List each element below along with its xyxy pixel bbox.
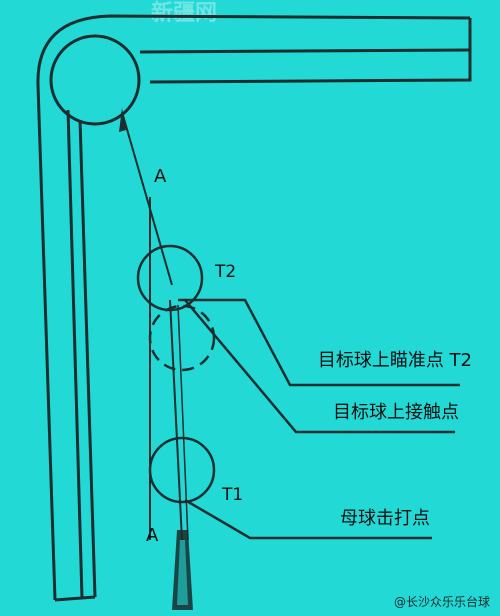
label-cue-strike-point: 母球击打点 — [340, 508, 430, 529]
label-a-top: A — [154, 166, 167, 187]
label-a-bottom: A — [146, 525, 159, 546]
label-t2: T2 — [214, 262, 236, 282]
cue-stick — [172, 530, 193, 610]
leader-lines — [178, 298, 460, 540]
watermark-bottom: @长沙众乐乐台球 — [394, 594, 490, 609]
label-aim-point-t2: 目标球上瞄准点 T2 — [318, 350, 472, 371]
corner-pocket — [49, 34, 141, 126]
cue-ball-t1 — [148, 436, 216, 504]
aiming-line-to-pocket — [121, 111, 173, 286]
label-contact-point: 目标球上接触点 — [333, 402, 459, 423]
aiming-arrowhead — [119, 108, 126, 132]
table-rail — [36, 14, 472, 602]
watermark-top: 新疆网 — [151, 0, 217, 26]
cue-path-line — [169, 299, 183, 541]
label-t1: T1 — [221, 485, 243, 505]
object-ball-dashed — [148, 304, 216, 372]
